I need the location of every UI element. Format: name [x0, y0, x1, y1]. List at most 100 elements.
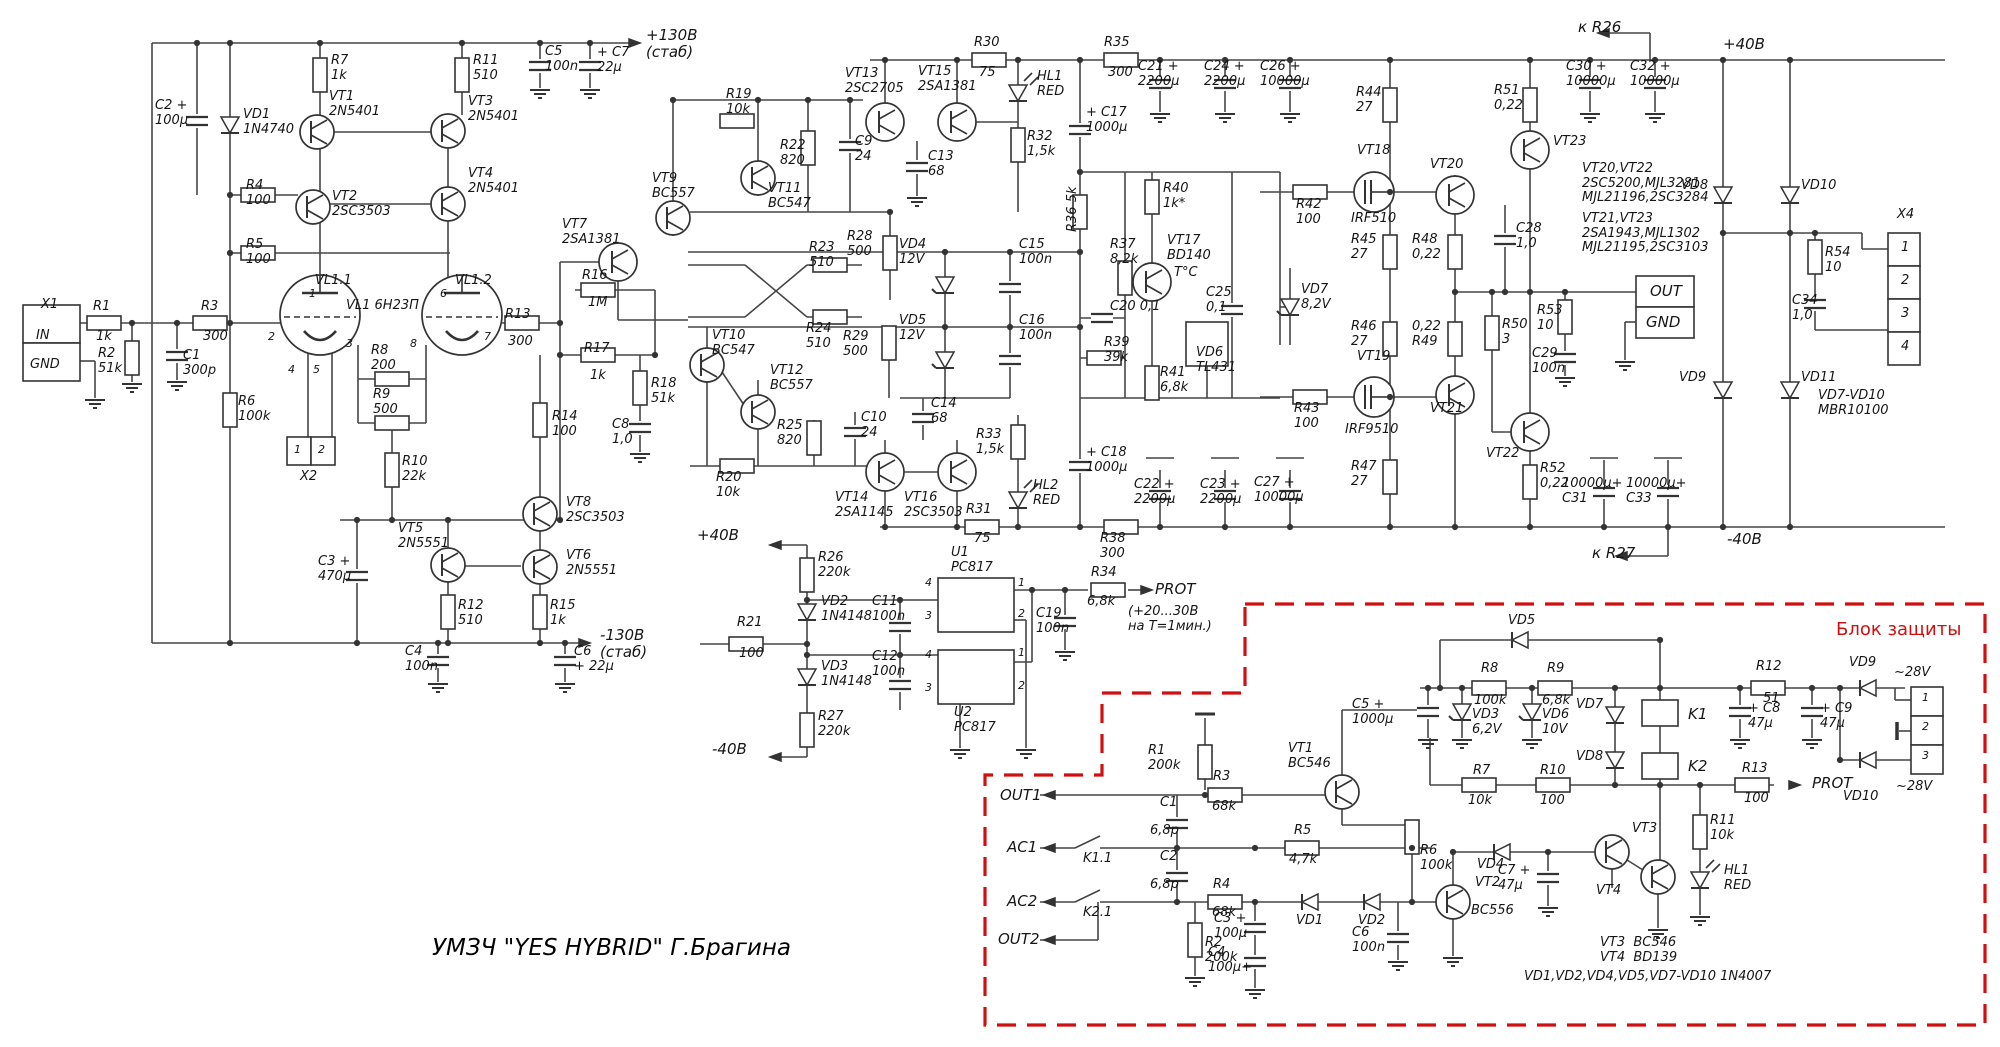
- junction-dot: [1611, 781, 1619, 789]
- junction-dot: [1173, 898, 1181, 906]
- label-кr26: к R26: [1578, 18, 1622, 36]
- diode-symbol: [1858, 678, 1877, 698]
- label-r6: R6 100k: [238, 394, 271, 424]
- junction-dot: [444, 516, 452, 524]
- junction-dot: [173, 319, 181, 327]
- label-c26+: C26 + 10000µ: [1260, 59, 1310, 89]
- junction-dot: [651, 351, 659, 359]
- capacitor-symbol: [889, 678, 911, 692]
- label-100: 100: [1744, 791, 1769, 806]
- ground-symbol: [907, 197, 927, 207]
- resistor-symbol: [374, 415, 410, 431]
- label-c12: C12 100n: [872, 649, 906, 679]
- resistor-symbol: [1382, 321, 1398, 357]
- junction-dot: [316, 39, 324, 47]
- label-+c17: + C17 1000µ: [1086, 105, 1128, 135]
- diode-symbol: [1712, 186, 1734, 205]
- capacitor-symbol: [1657, 485, 1679, 499]
- label-c34: C34 1,0: [1792, 293, 1818, 323]
- resistor-symbol: [1382, 234, 1398, 270]
- diode-symbol: [1779, 381, 1801, 400]
- connector-box: [1910, 744, 1944, 775]
- label-c9: C9 24: [855, 134, 873, 164]
- transistor-symbol: [1435, 375, 1475, 415]
- label-r14: R14 100: [552, 409, 578, 439]
- label-r4: R4 100: [246, 178, 271, 208]
- resistor-symbol: [240, 187, 276, 203]
- label-vt9: VT9 BC557: [652, 171, 695, 201]
- diode-symbol: [1492, 842, 1511, 862]
- label-3: 3: [1922, 749, 1929, 762]
- junction-dot: [1451, 523, 1459, 531]
- resistor-symbol: [124, 340, 140, 376]
- ground-symbol: [1185, 977, 1205, 987]
- label-r32: R32 1,5k: [1027, 129, 1056, 159]
- diode-symbol: [1858, 750, 1877, 770]
- label-51: 51: [1763, 691, 1780, 706]
- arrow-icon: [1140, 584, 1155, 596]
- label-100: 100: [739, 646, 764, 661]
- resistor-symbol: [222, 392, 238, 428]
- diode-symbol: [1779, 186, 1801, 205]
- junction-dot: [388, 516, 396, 524]
- label-r31: R31: [966, 502, 992, 517]
- label-1: 1: [309, 287, 316, 300]
- capacitor-symbol: [1537, 871, 1559, 885]
- label-vd9: VD9: [1679, 370, 1707, 385]
- capacitor-symbol: [1579, 77, 1601, 91]
- capacitor-symbol: [1417, 705, 1439, 719]
- capacitor-symbol: [1166, 817, 1188, 831]
- label-r27: R27 220k: [818, 709, 851, 739]
- vacuum-tube-symbol: [279, 274, 361, 356]
- label-r20: R20 10k: [716, 470, 742, 500]
- junction-dot: [953, 56, 961, 64]
- transistor-symbol: [522, 549, 558, 585]
- ground-symbol: [530, 89, 550, 99]
- capacitor-symbol: [1149, 77, 1171, 91]
- junction-dot: [1006, 248, 1014, 256]
- label-r13: R13: [1742, 761, 1768, 776]
- junction-dot: [1251, 844, 1259, 852]
- junction-dot: [1526, 523, 1534, 531]
- label-1: 1: [1018, 576, 1025, 589]
- label-vt21vt23: VT21,VT23 2SA1943,MJL1302 MJL21195,2SC31…: [1582, 211, 1709, 256]
- junction-dot: [1076, 323, 1084, 331]
- transistor-symbol: [740, 160, 776, 196]
- label-r46: R46 27: [1351, 319, 1377, 349]
- label-умзчyeshybridгбрагина: УМЗЧ "YES HYBRID" Г.Брагина: [432, 935, 792, 961]
- capacitor-symbol: [1244, 955, 1266, 969]
- label-68p: 6,8p: [1150, 877, 1179, 892]
- label-vd5: VD5: [1508, 613, 1536, 628]
- label-68p: 6,8p: [1150, 823, 1179, 838]
- junction-dot: [434, 639, 442, 647]
- label--40в: -40В: [1727, 530, 1762, 548]
- label-c25: C25 0,1: [1206, 285, 1232, 315]
- capacitor-symbol: [906, 160, 928, 174]
- junction-dot: [1586, 56, 1594, 64]
- label-c1: C1: [1160, 795, 1178, 810]
- arrow-icon: [1595, 27, 1610, 39]
- ground-symbol: [1555, 377, 1575, 387]
- label-68k: 6,8k: [1542, 693, 1571, 708]
- junction-dot: [561, 639, 569, 647]
- capacitor-symbol: [1091, 311, 1113, 325]
- label-c5+: C5 + 1000µ: [1352, 697, 1394, 727]
- label-c24+: C24 + 2200µ: [1204, 59, 1246, 89]
- junction-dot: [226, 249, 234, 257]
- junction-dot: [1286, 523, 1294, 531]
- label-k2: K2: [1688, 757, 1708, 775]
- junction-dot: [1408, 898, 1416, 906]
- label-2: 2: [318, 443, 325, 456]
- ground-symbol: [428, 683, 448, 693]
- label-1: 1: [1901, 240, 1910, 255]
- label-c21+: C21 + 2200µ: [1138, 59, 1180, 89]
- ground-symbol: [1388, 961, 1408, 971]
- resistor-symbol: [1292, 389, 1328, 405]
- resistor-symbol: [1144, 179, 1160, 215]
- capacitor-symbol: [1801, 705, 1823, 719]
- transistor-symbol: [598, 242, 638, 282]
- connector-box: [1185, 321, 1229, 367]
- diode-symbol: [1362, 892, 1381, 912]
- junction-dot: [1719, 523, 1727, 531]
